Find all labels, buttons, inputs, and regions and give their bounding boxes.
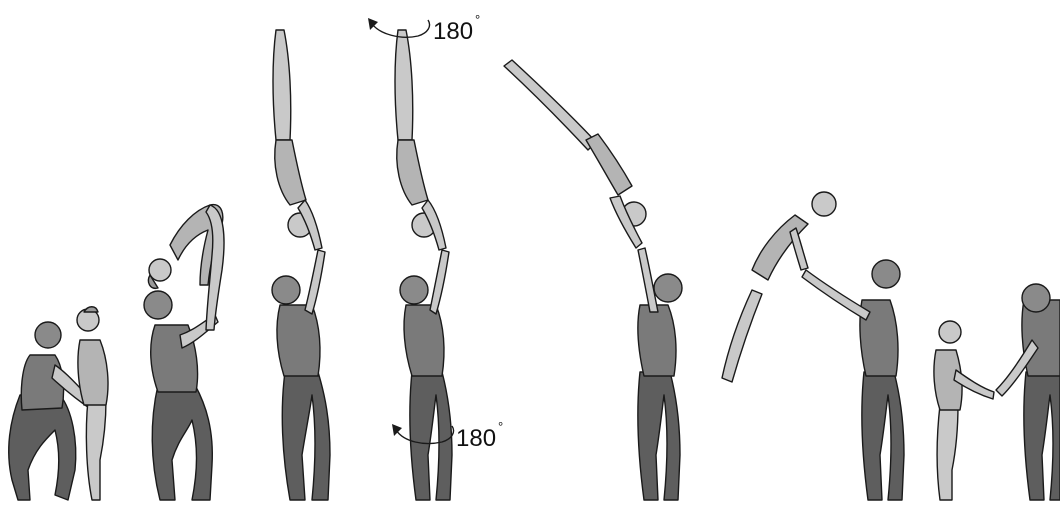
frame-7-landing xyxy=(934,284,1060,500)
top-partner-figure xyxy=(273,30,322,250)
top-rotation-value: 180 xyxy=(433,18,473,45)
top-partner-figure xyxy=(934,321,994,500)
bottom-rotation-unit: ° xyxy=(498,419,503,434)
top-rotation-unit: ° xyxy=(475,12,480,27)
frame-5-diagonal-descent xyxy=(504,60,682,500)
base-partner-figure xyxy=(272,250,330,500)
base-partner-figure xyxy=(802,260,904,500)
top-partner-figure xyxy=(395,30,446,250)
frame-3-handstand xyxy=(272,30,330,500)
bottom-rotation-value: 180 xyxy=(456,425,496,452)
frame-1-crouch xyxy=(9,307,108,500)
base-partner-figure xyxy=(996,284,1060,500)
top-partner-figure xyxy=(504,60,646,248)
frame-2-lift xyxy=(144,205,224,500)
frame-4-rotating-handstand: 180 ° 180 ° xyxy=(368,12,503,500)
frame-6-flight xyxy=(722,192,904,500)
base-partner-figure xyxy=(638,248,682,500)
base-partner-figure xyxy=(400,250,452,500)
